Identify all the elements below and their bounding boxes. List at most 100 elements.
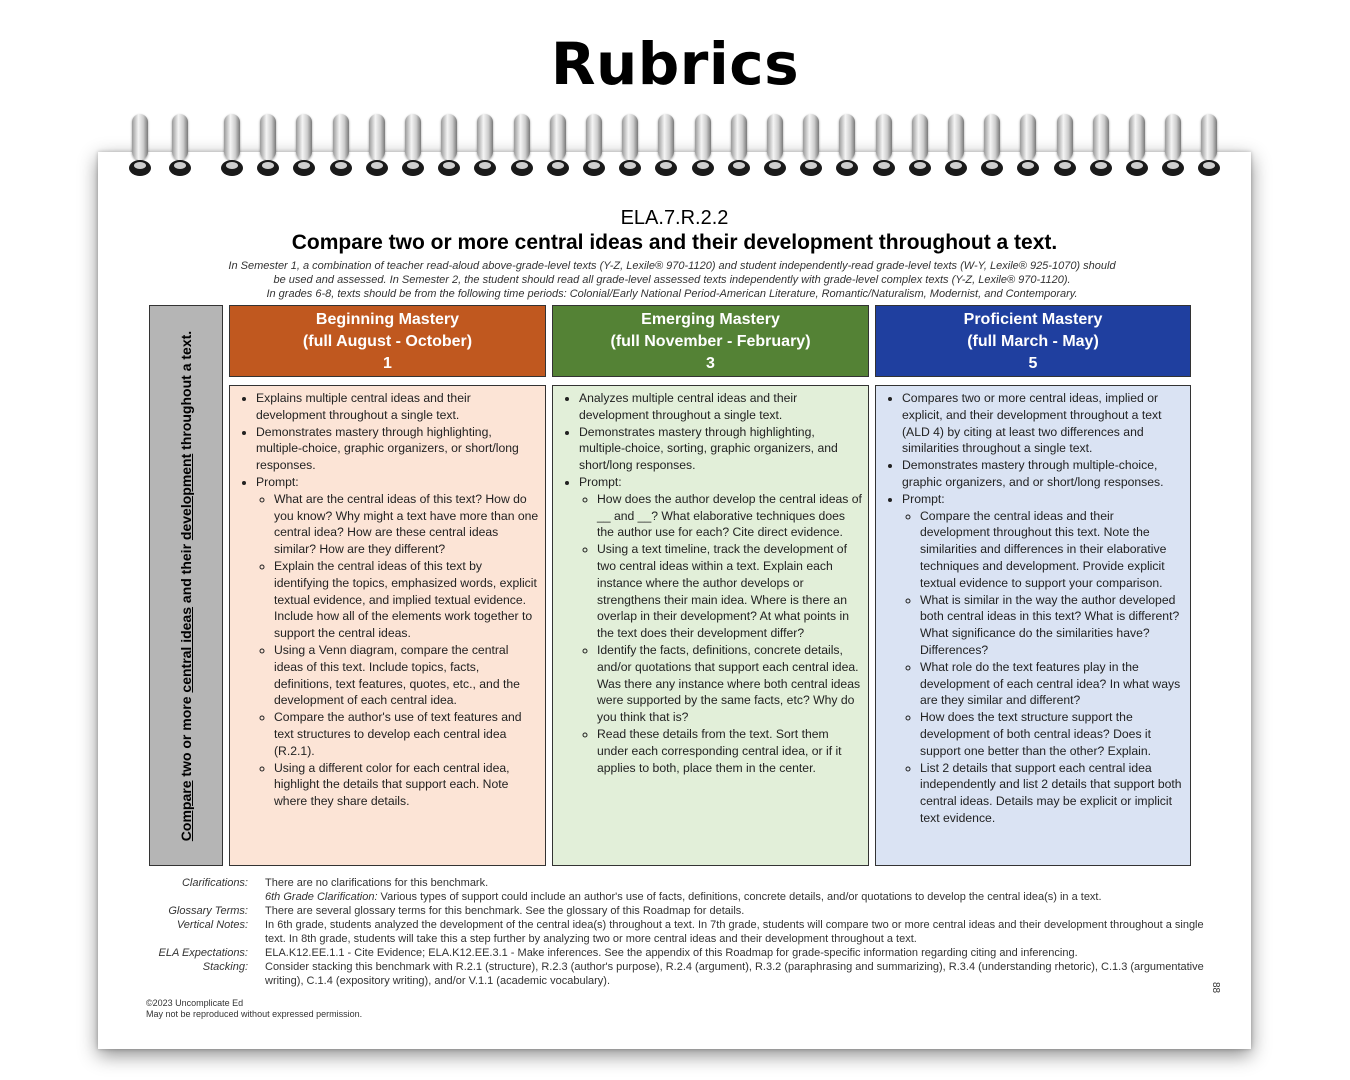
note-glossary: Glossary Terms: There are several glossa… [150,904,1210,918]
page-title: Rubrics [550,30,800,98]
benchmark-intro: In Semester 1, a combination of teacher … [150,259,1194,301]
note-text: There are no clarifications for this ben… [265,876,1210,904]
binding-ring [547,114,569,180]
note-text: ELA.K12.EE.1.1 - Cite Evidence; ELA.K12.… [265,947,1078,959]
note-label: ELA Expectations: [158,947,248,959]
binding-ring [330,114,352,180]
list-item: Demonstrates mastery through highlightin… [256,424,539,474]
column-header-proficient: Proficient Mastery (full March - May) 5 [875,305,1191,377]
binding-ring [366,114,388,180]
list-item: Compares two or more central ideas, impl… [902,390,1184,457]
column-title: Proficient Mastery [963,311,1103,328]
binding-ring [1198,114,1220,180]
binding-ring [583,114,605,180]
binding-ring [873,114,895,180]
note-label: Vertical Notes: [176,919,248,931]
binding-ring [402,114,424,180]
label-text: two or more [178,692,194,780]
label-text: throughout a text. [178,330,194,454]
list-item: Prompt: [256,474,539,491]
note-text: There are several glossary terms for thi… [265,905,745,917]
list-item: Demonstrates mastery through highlightin… [579,424,862,474]
column-range: (full November - February) [610,333,811,350]
underlined-word: central ideas [178,606,194,693]
column-title: Emerging Mastery [641,311,780,328]
note-vertical: Vertical Notes: In 6th grade, students a… [150,918,1210,946]
binding-ring [293,114,315,180]
binding-ring [1126,114,1148,180]
binding-ring [728,114,750,180]
intro-line: In Semester 1, a combination of teacher … [228,260,1116,272]
benchmark-heading: Compare two or more central ideas and th… [291,231,1058,254]
underlined-word: development [178,453,194,540]
copyright-line: ©2023 Uncomplicate Ed [146,998,244,1008]
binding-ring [1162,114,1184,180]
underlined-word: Compare [178,780,194,841]
prompt-item: What is similar in the way the author de… [920,592,1184,659]
prompt-item: Using a text timeline, track the develop… [597,541,862,642]
column-score: 3 [706,355,715,372]
binding-ring [1017,114,1039,180]
prompt-item: Using a different color for each central… [274,760,539,810]
binding-ring [1090,114,1112,180]
prompt-item: Read these details from the text. Sort t… [597,726,862,776]
note-label: Clarifications: [181,877,248,889]
spiral-binding [120,114,1220,184]
prompt-item: Identify the facts, definitions, concret… [597,642,862,726]
column-body-emerging: Analyzes multiple central ideas and thei… [552,385,869,866]
binding-ring [511,114,533,180]
note-stacking: Stacking: Consider stacking this benchma… [150,960,1210,988]
rubric-row-label-text: Compare two or more central ideas and th… [175,316,197,856]
benchmark-notes: Clarifications: There are no clarificati… [150,876,1210,988]
binding-ring [692,114,714,180]
binding-ring [169,114,191,180]
column-range: (full March - May) [967,333,1099,350]
copyright-line: May not be reproduced without expressed … [146,1009,363,1019]
column-score: 5 [1028,355,1038,372]
page-number: 88 [1210,981,1222,994]
prompt-item: How does the text structure support the … [920,709,1184,759]
intro-line: In grades 6-8, texts should be from the … [266,288,1078,300]
copyright-notice: ©2023 Uncomplicate Ed May not be reprodu… [146,998,362,1020]
list-item: Explains multiple central ideas and thei… [256,390,539,424]
column-title: Beginning Mastery [315,311,460,328]
prompt-item: Compare the author's use of text feature… [274,709,539,759]
label-text: and their [178,539,194,607]
rubric-row-label: Compare two or more central ideas and th… [149,305,223,866]
note-expectations: ELA Expectations: ELA.K12.EE.1.1 - Cite … [150,946,1210,960]
prompt-item: Using a Venn diagram, compare the centra… [274,642,539,709]
list-item: Prompt: [902,491,1184,508]
binding-ring [1054,114,1076,180]
note-text: Consider stacking this benchmark with R.… [265,961,1204,987]
note-line: Various types of support could include a… [377,891,1102,903]
binding-ring [800,114,822,180]
list-item: Demonstrates mastery through multiple-ch… [902,457,1184,491]
binding-ring [764,114,786,180]
intro-line: be used and assessed. In Semester 2, the… [273,274,1071,286]
prompt-item: Explain the central ideas of this text b… [274,558,539,642]
binding-ring [619,114,641,180]
column-header-beginning: Beginning Mastery (full August - October… [229,305,546,377]
binding-ring [257,114,279,180]
note-text: In 6th grade, students analyzed the deve… [265,919,1204,945]
binding-ring [129,114,151,180]
note-label: Stacking: [202,961,248,973]
note-clarifications: Clarifications: There are no clarificati… [150,876,1210,904]
column-score: 1 [383,355,392,372]
note-italic-label: 6th Grade Clarification: [265,891,378,903]
prompt-item: How does the author develop the central … [597,491,862,541]
note-line: There are no clarifications for this ben… [265,877,489,889]
column-header-emerging: Emerging Mastery (full November - Februa… [552,305,869,377]
note-label: Glossary Terms: [168,905,248,917]
list-item: Prompt: [579,474,862,491]
binding-ring [438,114,460,180]
prompt-item: List 2 details that support each central… [920,760,1184,827]
binding-ring [836,114,858,180]
column-range: (full August - October) [302,333,473,350]
benchmark-code: ELA.7.R.2.2 [620,207,729,229]
binding-ring [981,114,1003,180]
prompt-item: What role do the text features play in t… [920,659,1184,709]
binding-ring [909,114,931,180]
list-item: Analyzes multiple central ideas and thei… [579,390,862,424]
binding-ring [474,114,496,180]
